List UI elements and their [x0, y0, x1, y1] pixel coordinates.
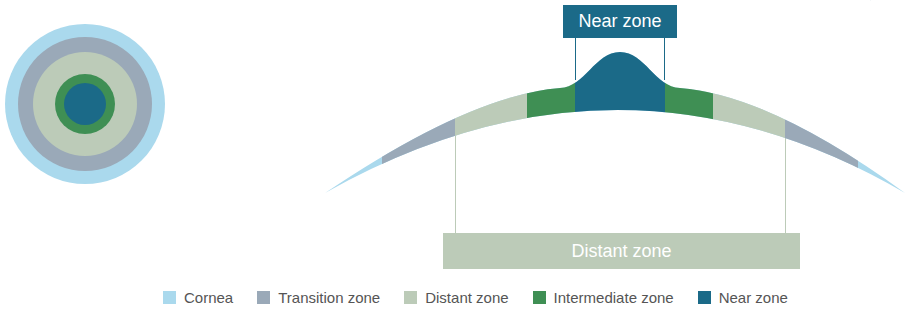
zone-label-text: Distant zone [571, 241, 671, 262]
legend-item: Cornea [163, 289, 233, 306]
legend: Cornea Transition zone Distant zone Interme… [163, 289, 788, 306]
legend-text: Cornea [184, 289, 233, 306]
distant-zone-label: Distant zone [443, 233, 800, 269]
legend-swatch [257, 291, 270, 304]
legend-item: Near zone [698, 289, 788, 306]
leader-lines [456, 130, 786, 233]
legend-item: Intermediate zone [533, 289, 674, 306]
legend-swatch [163, 291, 176, 304]
legend-text: Distant zone [425, 289, 508, 306]
zone-label-text: Near zone [578, 11, 661, 32]
legend-text: Transition zone [278, 289, 380, 306]
near-zone-label: Near zone [563, 5, 677, 38]
legend-swatch [533, 291, 546, 304]
legend-text: Intermediate zone [554, 289, 674, 306]
legend-text: Near zone [719, 289, 788, 306]
legend-swatch [698, 291, 711, 304]
front-view [5, 24, 165, 184]
legend-item: Transition zone [257, 289, 380, 306]
legend-swatch [404, 291, 417, 304]
lens-section [300, 30, 917, 230]
legend-item: Distant zone [404, 289, 508, 306]
